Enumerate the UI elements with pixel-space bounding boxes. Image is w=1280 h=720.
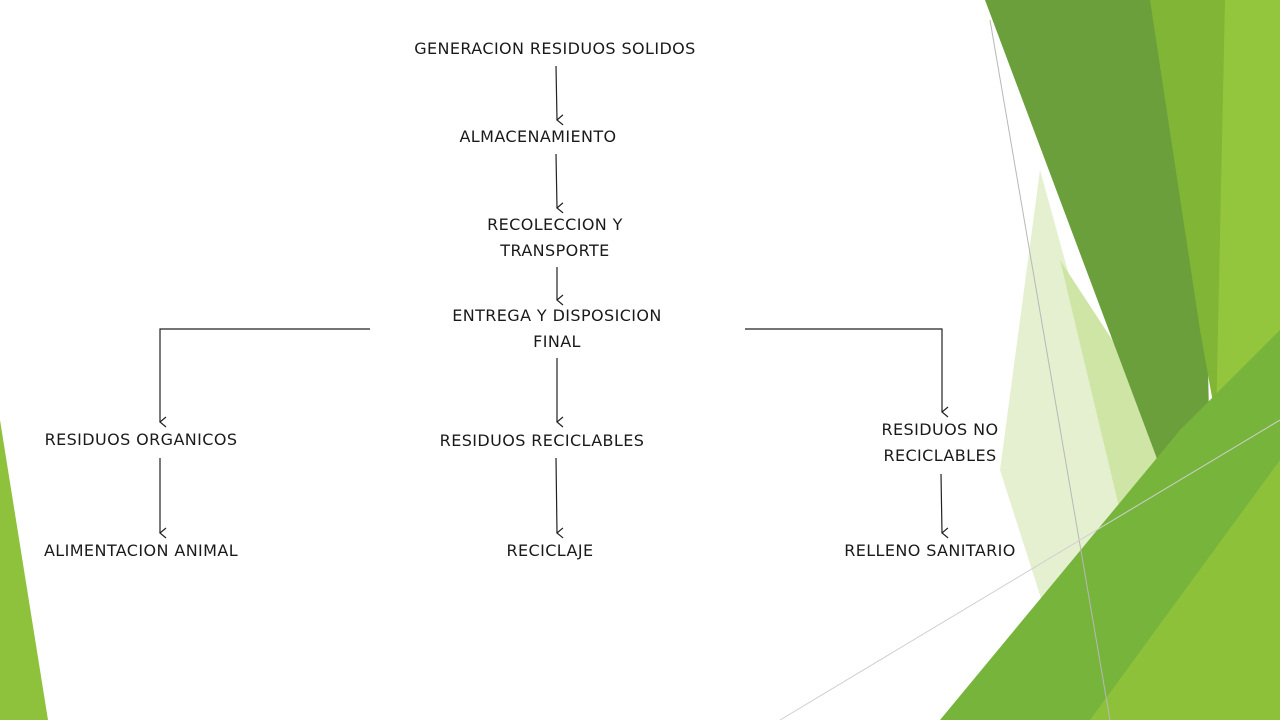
arrow-almacenamiento-recoleccion bbox=[555, 153, 564, 214]
node-no-reciclables-line-2: RECICLABLES bbox=[883, 446, 997, 465]
thin-line-1 bbox=[989, 19, 1111, 720]
node-reciclaje: RECICLAJE bbox=[506, 541, 594, 560]
node-recoleccion-transporte: RECOLECCION Y TRANSPORTE bbox=[405, 212, 705, 264]
node-generacion-residuos-solidos: GENERACION RESIDUOS SOLIDOS bbox=[414, 39, 696, 58]
node-entrega-disposicion-final: ENTREGA Y DISPOSICION FINAL bbox=[407, 303, 707, 355]
arrow-reciclables-reciclaje bbox=[555, 457, 564, 539]
branch-organicos bbox=[159, 328, 370, 428]
node-relleno-sanitario: RELLENO SANITARIO bbox=[844, 541, 1016, 560]
left-green-sliver bbox=[0, 420, 48, 720]
node-recoleccion-line-2: TRANSPORTE bbox=[500, 241, 610, 260]
branch-no-reciclables bbox=[745, 328, 949, 418]
node-entrega-line-2: FINAL bbox=[533, 332, 581, 351]
node-residuos-reciclables: RESIDUOS RECICLABLES bbox=[439, 431, 645, 450]
node-residuos-organicos: RESIDUOS ORGANICOS bbox=[44, 430, 238, 449]
lower-right-overlay bbox=[1090, 460, 1280, 720]
node-recoleccion-line-1: RECOLECCION Y bbox=[487, 215, 623, 234]
node-no-reciclables-line-1: RESIDUOS NO bbox=[881, 420, 999, 439]
node-alimentacion-animal: ALIMENTACION ANIMAL bbox=[43, 541, 239, 560]
thin-line-2 bbox=[779, 419, 1280, 720]
node-almacenamiento: ALMACENAMIENTO bbox=[459, 127, 617, 146]
node-residuos-no-reciclables: RESIDUOS NO RECICLABLES bbox=[820, 417, 1060, 469]
dark-green-stripe bbox=[985, 0, 1210, 520]
arrow-no-reciclables-relleno bbox=[940, 473, 949, 539]
node-entrega-line-1: ENTREGA Y DISPOSICION bbox=[452, 306, 662, 325]
arrow-generacion-almacenamiento bbox=[555, 65, 564, 126]
